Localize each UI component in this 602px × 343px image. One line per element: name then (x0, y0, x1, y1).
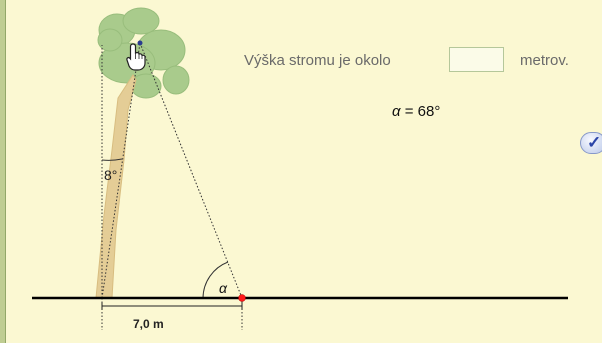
alpha-value: = 68° (400, 103, 441, 120)
left-border-line (5, 0, 6, 343)
left-border (0, 0, 5, 343)
height-answer-input[interactable] (449, 47, 504, 72)
top-angle-label: 8° (104, 167, 118, 183)
tree-trunk (95, 74, 137, 299)
tree-foliage (97, 7, 190, 99)
check-button[interactable]: ✓ (580, 132, 602, 154)
alpha-symbol: α (392, 103, 401, 120)
alpha-readout: α = 68° (392, 103, 440, 120)
alpha-angle-arc (202, 261, 229, 299)
question-text: Výška stromu je okolo (244, 52, 391, 69)
unit-label: metrov. (520, 52, 569, 69)
observer-point[interactable] (238, 294, 246, 302)
alpha-angle-label: α (219, 280, 227, 296)
distance-label: 7,0 m (133, 317, 164, 331)
construction-lines (101, 42, 243, 330)
distance-marker (101, 302, 243, 310)
hand-pointer-icon (126, 43, 146, 71)
treetop-point[interactable] (137, 40, 143, 46)
top-angle-arc (101, 158, 123, 161)
check-icon: ✓ (587, 133, 602, 152)
